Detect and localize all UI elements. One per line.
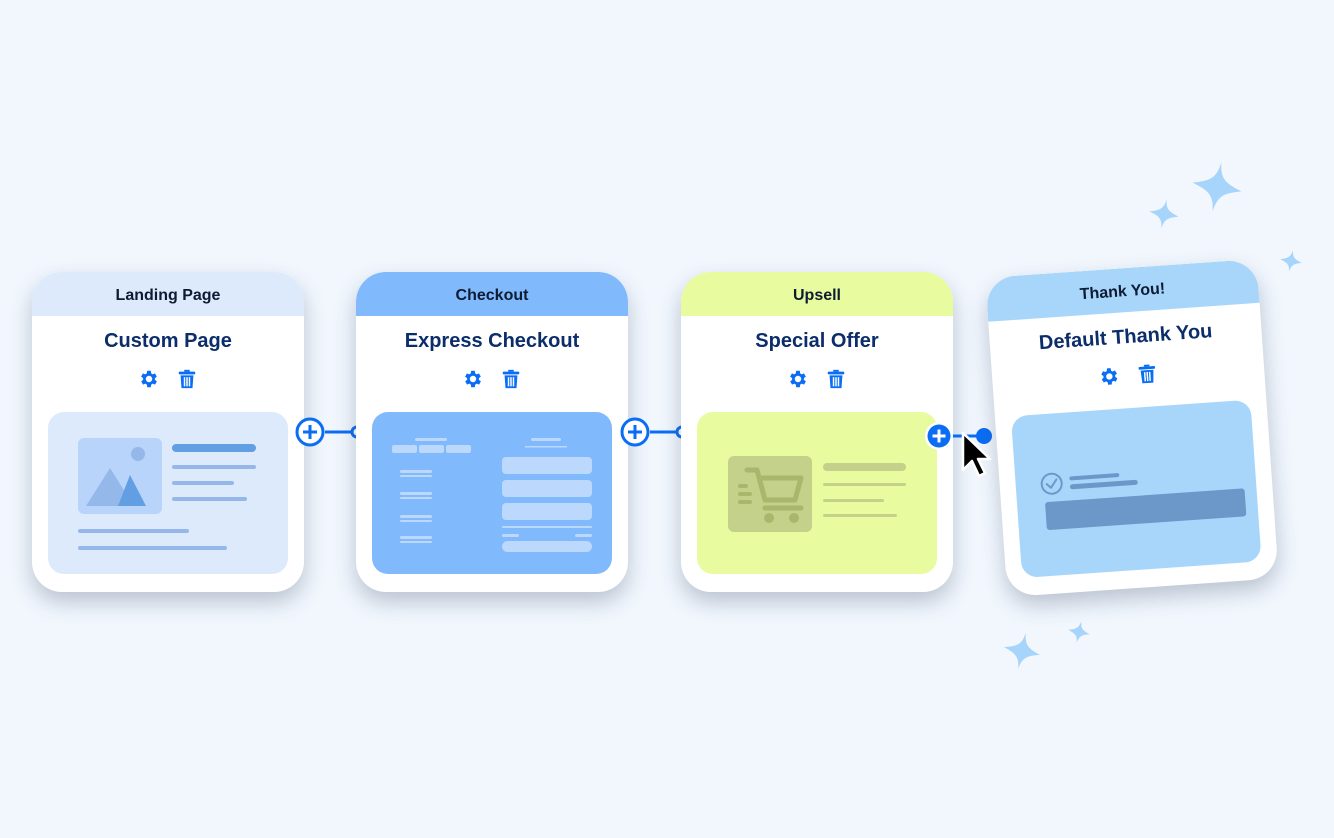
- step-page-name: Express Checkout: [404, 330, 580, 352]
- step-page-name: Special Offer: [755, 330, 879, 352]
- mouse-pointer-icon: [961, 431, 992, 478]
- gear-icon[interactable]: [138, 368, 160, 390]
- sparkle-icon: [1192, 162, 1242, 212]
- gear-icon[interactable]: [787, 368, 809, 390]
- page-preview: [697, 412, 937, 574]
- plus-circle-icon[interactable]: [295, 417, 325, 447]
- funnel-step-checkout[interactable]: Checkout Express Checkout: [356, 272, 628, 592]
- trash-icon[interactable]: [825, 368, 847, 390]
- step-connector: [295, 416, 365, 448]
- step-connector: [620, 416, 690, 448]
- step-type-label: Checkout: [356, 272, 628, 316]
- funnel-step-landing-page[interactable]: Landing Page Custom Page: [32, 272, 304, 592]
- gear-icon[interactable]: [462, 368, 484, 390]
- sparkle-icon: [1149, 199, 1179, 229]
- step-type-label: Thank You!: [985, 258, 1260, 322]
- trash-icon[interactable]: [500, 368, 522, 390]
- trash-icon[interactable]: [1136, 362, 1159, 385]
- page-preview: [372, 412, 612, 574]
- step-page-name: Custom Page: [104, 330, 232, 352]
- step-page-name: Default Thank You: [1038, 320, 1214, 355]
- sparkle-icon: [1068, 621, 1090, 643]
- step-type-label: Upsell: [681, 272, 953, 316]
- page-preview: [1010, 399, 1262, 579]
- step-type-label: Landing Page: [32, 272, 304, 316]
- funnel-step-thank-you[interactable]: Thank You! Default Thank You: [985, 258, 1279, 598]
- sparkle-icon: [1003, 632, 1041, 670]
- sparkle-icon: [1280, 250, 1302, 272]
- checkout-form-icon: [392, 438, 592, 552]
- check-circle-icon: [1040, 472, 1247, 530]
- funnel-step-upsell[interactable]: Upsell Special Offer: [681, 272, 953, 592]
- step-connector-dragging: [924, 420, 994, 452]
- page-preview: [48, 412, 288, 574]
- trash-icon[interactable]: [176, 368, 198, 390]
- shopping-cart-icon: [728, 456, 906, 532]
- plus-circle-icon[interactable]: [924, 421, 954, 451]
- image-placeholder-icon: [78, 438, 256, 550]
- gear-icon[interactable]: [1098, 365, 1121, 388]
- plus-circle-icon[interactable]: [620, 417, 650, 447]
